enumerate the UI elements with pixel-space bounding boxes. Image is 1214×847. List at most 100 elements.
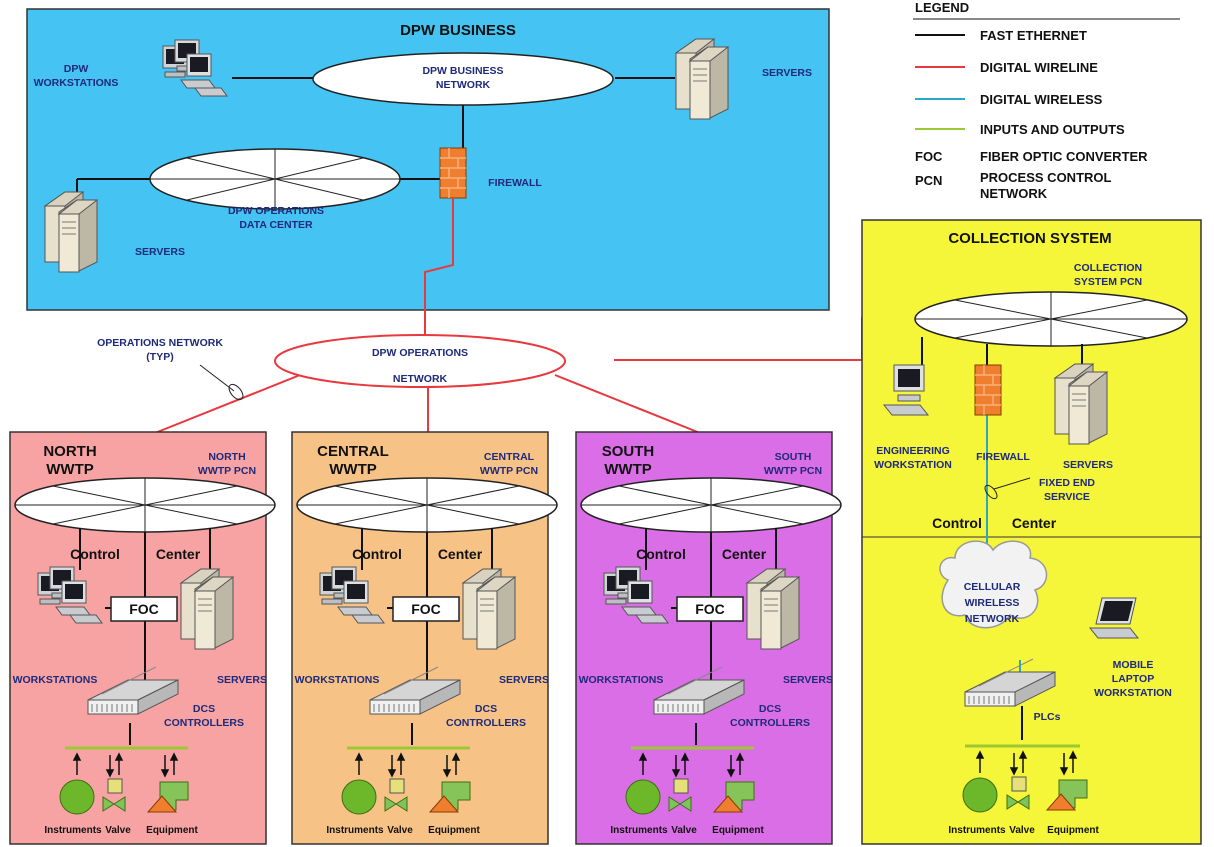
north-servers-label: SERVERS — [217, 674, 267, 686]
svg-text:NETWORK: NETWORK — [980, 186, 1048, 201]
equipment-icon — [1045, 779, 1088, 811]
south-valve-label: Valve — [671, 825, 697, 836]
server-icon — [1054, 363, 1108, 445]
north-valve-label: Valve — [105, 825, 131, 836]
svg-text:SERVICE: SERVICE — [1044, 491, 1090, 503]
legend-pcn-abbr: PCN — [915, 173, 942, 188]
business-network-label: DPW BUSINESS — [422, 65, 503, 77]
equipment-icon — [712, 781, 755, 813]
valve-icon — [1006, 776, 1030, 810]
svg-text:WORKSTATION: WORKSTATION — [874, 459, 952, 471]
data-center-label: DPW OPERATIONS — [228, 205, 324, 217]
legend-title: LEGEND — [915, 0, 969, 15]
collection-control-label: Control — [932, 515, 982, 531]
south-dcs-label: DCS — [759, 703, 781, 715]
central-io-arrows — [354, 752, 461, 778]
engineering-workstation-icon — [882, 364, 930, 416]
operations-network-label: DPW OPERATIONS — [372, 347, 468, 359]
south-servers-label: SERVERS — [783, 674, 833, 686]
mobile-laptop-label: MOBILE — [1113, 659, 1154, 671]
south-pcn-label: SOUTH — [775, 451, 812, 463]
north-equipment-label: Equipment — [146, 825, 198, 836]
instrument-icon — [341, 779, 377, 815]
svg-text:WORKSTATION: WORKSTATION — [1094, 687, 1172, 699]
svg-text:DATA CENTER: DATA CENTER — [239, 219, 313, 231]
north-pcn-spokes — [15, 478, 275, 532]
svg-text:NETWORK: NETWORK — [393, 373, 448, 385]
south-io-arrows — [638, 752, 745, 778]
south-foc-box — [676, 596, 744, 622]
central-servers-label: SERVERS — [499, 674, 549, 686]
instrument-icon — [962, 777, 998, 813]
svg-text:CONTROLLERS: CONTROLLERS — [164, 717, 244, 729]
collection-zone: COLLECTION SYSTEM COLLECTION SYSTEM PCN … — [861, 219, 1202, 845]
instrument-icon — [59, 779, 95, 815]
svg-text:WWTP PCN: WWTP PCN — [198, 465, 256, 477]
south-instruments-label: Instruments — [610, 825, 668, 836]
north-instruments-label: Instruments — [44, 825, 102, 836]
north-center-label: Center — [156, 546, 201, 562]
collection-valve-label: Valve — [1009, 825, 1035, 836]
svg-text:(TYP): (TYP) — [146, 351, 173, 363]
central-workstations-label: WORKSTATIONS — [295, 674, 380, 686]
central-equipment-label: Equipment — [428, 825, 480, 836]
servers-top-label: SERVERS — [762, 67, 812, 79]
collection-pcn-label: COLLECTION — [1074, 262, 1142, 274]
valve-icon — [384, 778, 408, 812]
central-instruments-label: Instruments — [326, 825, 384, 836]
south-title: SOUTH — [602, 443, 655, 460]
firewall-label: FIREWALL — [488, 177, 542, 189]
south-control-label: Control — [636, 546, 686, 562]
north-foc-label: FOC — [129, 601, 159, 617]
svg-text:WWTP PCN: WWTP PCN — [764, 465, 822, 477]
collection-servers-label: SERVERS — [1063, 459, 1113, 471]
svg-text:WWTP: WWTP — [604, 461, 651, 478]
svg-text:SYSTEM PCN: SYSTEM PCN — [1074, 276, 1142, 288]
typ-marker — [228, 383, 244, 401]
central-valve-label: Valve — [387, 825, 413, 836]
business-title: DPW BUSINESS — [400, 22, 516, 39]
svg-text:WWTP: WWTP — [46, 461, 93, 478]
svg-text:WIRELESS: WIRELESS — [965, 597, 1020, 609]
dpw-workstations-label: DPW — [64, 63, 89, 75]
server-icon — [675, 38, 729, 120]
north-workstations-label: WORKSTATIONS — [13, 674, 98, 686]
north-io-arrows — [72, 752, 179, 778]
svg-text:NETWORK: NETWORK — [965, 613, 1020, 625]
central-control-label: Control — [352, 546, 402, 562]
server-icon — [44, 191, 98, 273]
server-icon — [746, 568, 800, 650]
legend-foc-abbr: FOC — [915, 149, 943, 164]
north-dcs-label: DCS — [193, 703, 215, 715]
typ-leader-line — [199, 364, 235, 392]
laptop-icon — [1088, 597, 1140, 639]
operations-network-ellipse — [274, 334, 566, 388]
central-dcs-label: DCS — [475, 703, 497, 715]
svg-text:WWTP PCN: WWTP PCN — [480, 465, 538, 477]
data-center-spokes — [150, 149, 400, 209]
svg-text:NETWORK: NETWORK — [436, 79, 491, 91]
collection-equipment-label: Equipment — [1047, 825, 1099, 836]
cellular-network-label: CELLULAR — [964, 581, 1021, 593]
operations-network-typ-label: OPERATIONS NETWORK — [97, 337, 223, 349]
south-workstations-label: WORKSTATIONS — [579, 674, 664, 686]
legend-pcn-desc: PROCESS CONTROL — [980, 170, 1112, 185]
svg-text:WWTP: WWTP — [329, 461, 376, 478]
north-pcn-label: NORTH — [208, 451, 245, 463]
svg-text:CONTROLLERS: CONTROLLERS — [446, 717, 526, 729]
south-foc-label: FOC — [695, 601, 725, 617]
valve-icon — [102, 778, 126, 812]
legend: LEGEND FAST ETHERNET DIGITAL WIRELINE DI… — [913, 0, 1180, 201]
central-pcn-spokes — [297, 478, 557, 532]
firewall-icon — [439, 147, 467, 199]
central-title: CENTRAL — [317, 443, 389, 460]
collection-pcn-spokes — [915, 292, 1187, 346]
central-center-label: Center — [438, 546, 483, 562]
engineering-workstation-label: ENGINEERING — [876, 445, 950, 457]
